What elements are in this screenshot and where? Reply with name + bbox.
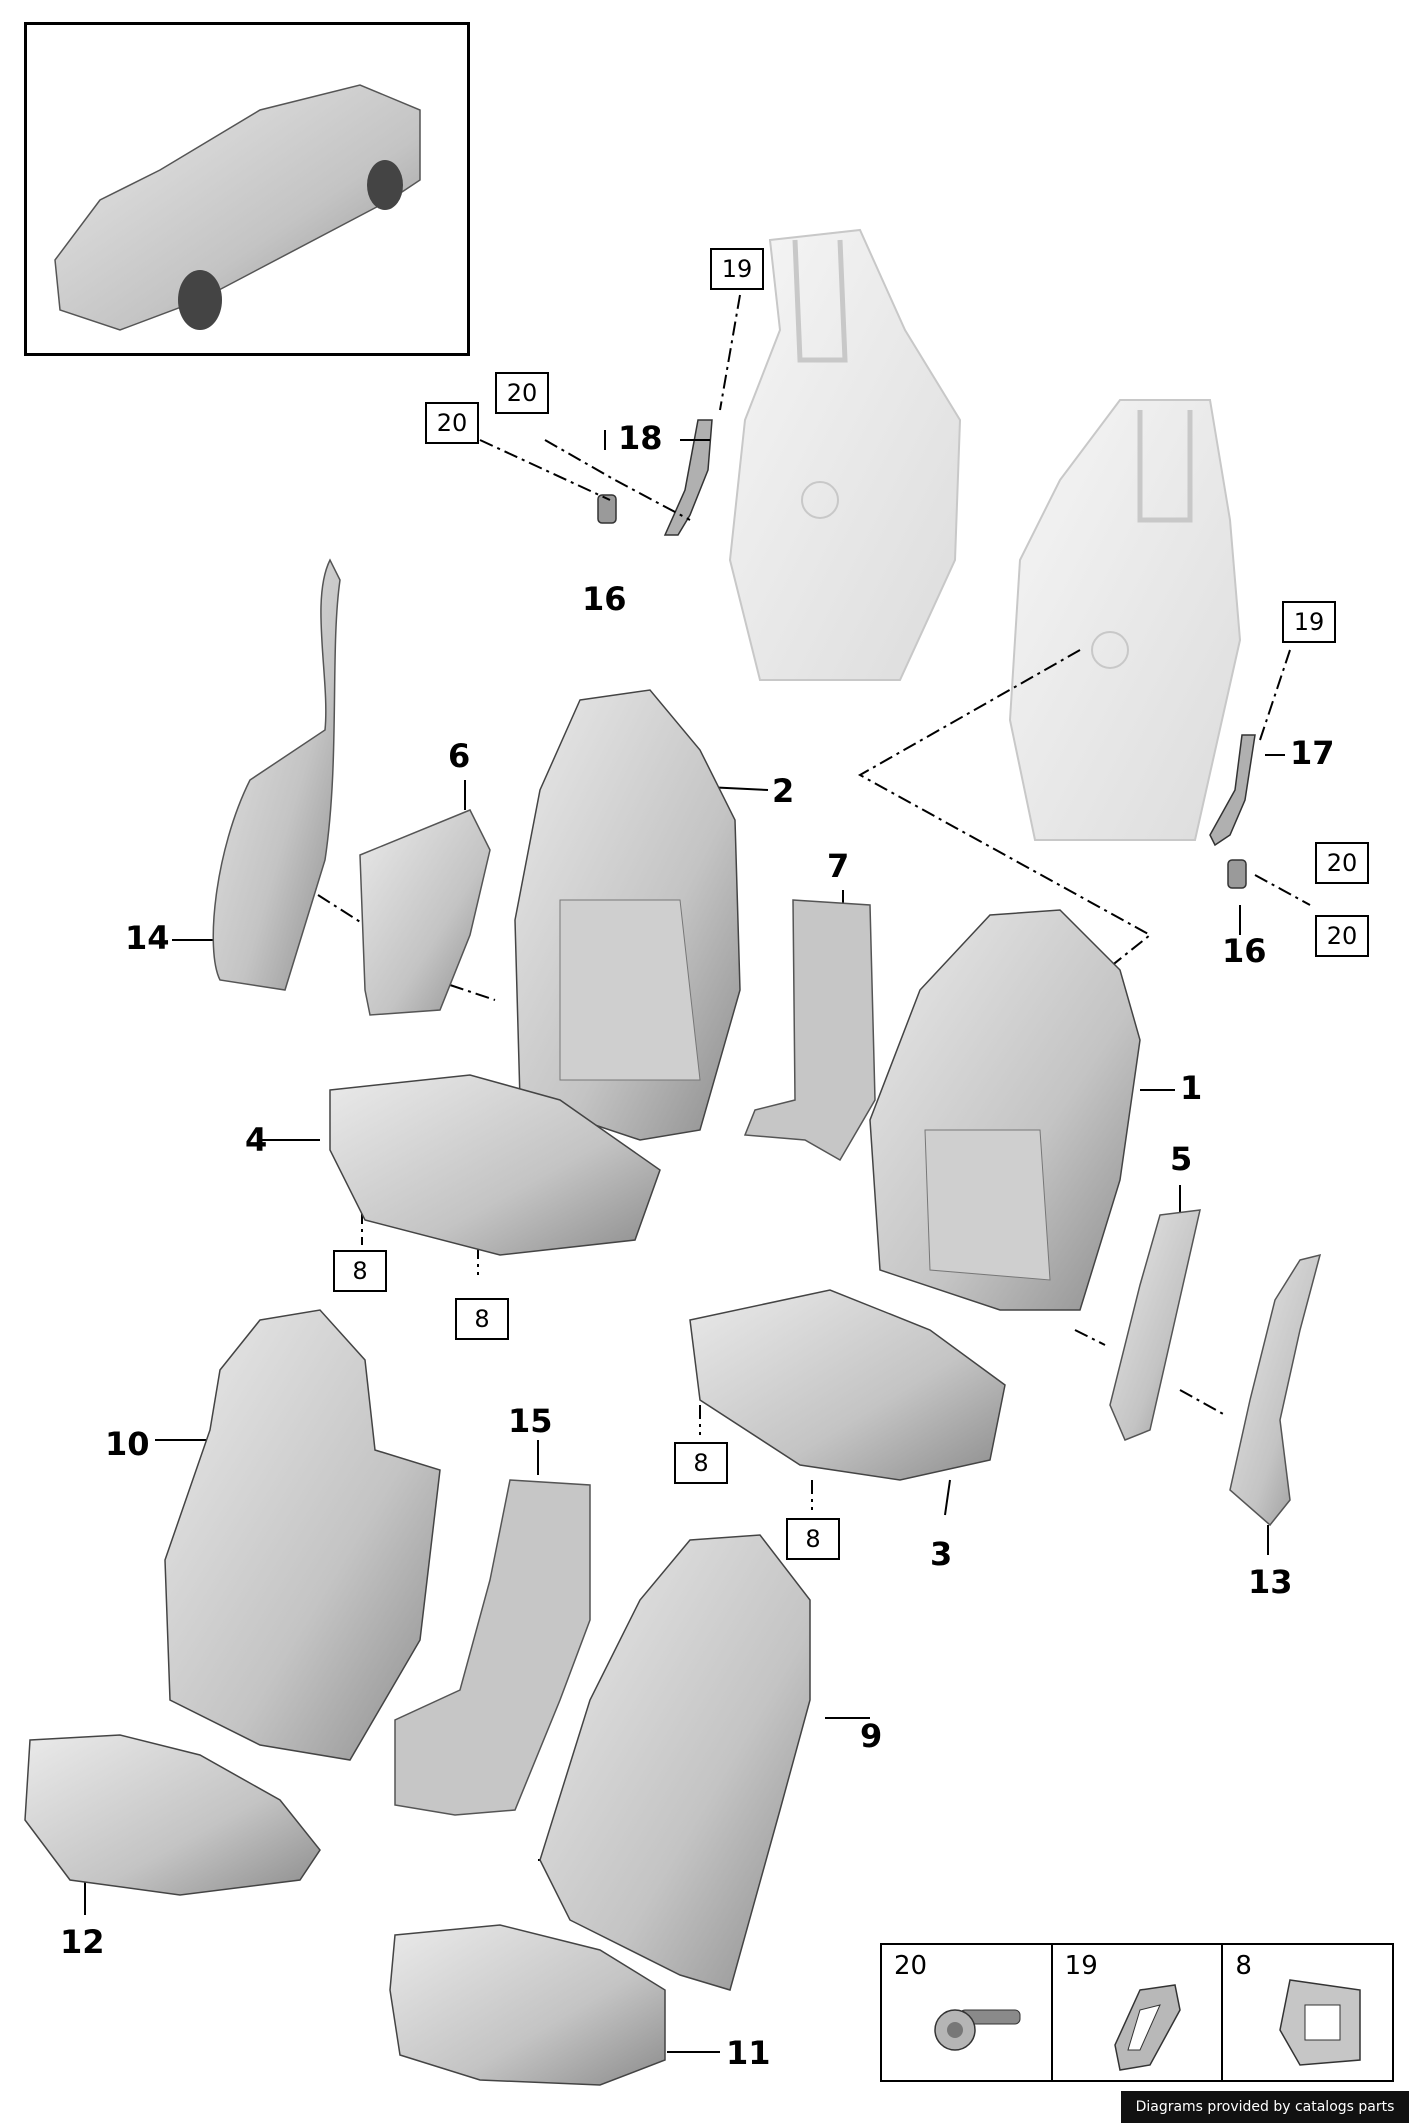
part-9-backrest-cover <box>539 1534 811 1991</box>
callout-7: 7 <box>827 847 850 885</box>
callout-18: 18 <box>618 419 663 457</box>
callout-17: 17 <box>1290 734 1335 772</box>
part-15-pad <box>394 1479 591 1816</box>
ref-box-19-right: 19 <box>1282 601 1336 643</box>
ref-box-20-right-lower: 20 <box>1315 915 1369 957</box>
callout-11: 11 <box>726 2034 771 2072</box>
part-11-cushion-cover <box>389 1924 666 2086</box>
credit-banner: Diagrams provided by catalogs parts <box>1121 2091 1409 2123</box>
ref-box-20-right-upper: 20 <box>1315 842 1369 884</box>
part-14-side-trim <box>212 558 341 991</box>
part-13-side-trim <box>1229 1253 1322 1527</box>
legend-cell-20: 20 <box>882 1945 1053 2080</box>
callout-14: 14 <box>125 919 170 957</box>
part-6-side-panel <box>359 809 491 1016</box>
legend-number: 20 <box>894 1951 928 1981</box>
ref-box-8-d: 8 <box>786 1518 840 1560</box>
callout-16-right: 16 <box>1222 932 1267 970</box>
part-5-side-panel <box>1109 1209 1201 1441</box>
part-4-seat-cushion <box>329 1074 661 1256</box>
callout-4: 4 <box>245 1121 268 1159</box>
callout-2: 2 <box>772 772 795 810</box>
legend-number: 19 <box>1064 1951 1098 1981</box>
part-3-seat-cushion <box>689 1289 1006 1481</box>
bracket-icon <box>1279 1979 1361 2066</box>
legend-cell-8: 8 <box>1223 1945 1392 2080</box>
ref-box-20-left: 20 <box>425 402 479 444</box>
callout-13: 13 <box>1248 1563 1293 1601</box>
legend-number: 8 <box>1235 1951 1252 1981</box>
ref-box-19-top: 19 <box>710 248 764 290</box>
pivot-16-right <box>1227 859 1247 889</box>
callout-10: 10 <box>105 1425 150 1463</box>
seat-frame-right-ghost <box>1008 399 1242 841</box>
fastener-legend: 20 19 8 <box>880 1943 1394 2082</box>
bracket-17 <box>1209 734 1256 847</box>
pivot-16-top <box>597 494 617 524</box>
part-10-backrest-cover <box>164 1309 441 1761</box>
callout-5: 5 <box>1170 1140 1193 1178</box>
leader-lines <box>317 294 1311 1510</box>
callout-1: 1 <box>1180 1069 1203 1107</box>
bolt-icon <box>934 2009 1021 2051</box>
callout-15: 15 <box>508 1402 553 1440</box>
part-7-pad <box>743 899 876 1162</box>
ref-box-8-c: 8 <box>674 1442 728 1484</box>
callout-3: 3 <box>930 1535 953 1573</box>
ref-box-20-upper: 20 <box>495 372 549 414</box>
seat-frame-left-ghost <box>728 228 962 681</box>
callout-16-top: 16 <box>582 580 627 618</box>
clip-ring-icon <box>1114 1984 1181 2071</box>
callout-12: 12 <box>60 1923 105 1961</box>
car-thumbnail-icon <box>54 84 421 331</box>
part-1-backrest <box>869 909 1141 1311</box>
legend-cell-19: 19 <box>1053 1945 1224 2080</box>
part-12-cushion-cover <box>24 1734 321 1896</box>
callout-9: 9 <box>860 1717 883 1755</box>
callout-6: 6 <box>448 737 471 775</box>
ref-box-8-b: 8 <box>455 1298 509 1340</box>
bracket-18 <box>663 419 713 536</box>
part-2-backrest <box>514 689 741 1141</box>
vehicle-thumbnail-frame <box>24 22 470 356</box>
ref-box-8-a: 8 <box>333 1250 387 1292</box>
